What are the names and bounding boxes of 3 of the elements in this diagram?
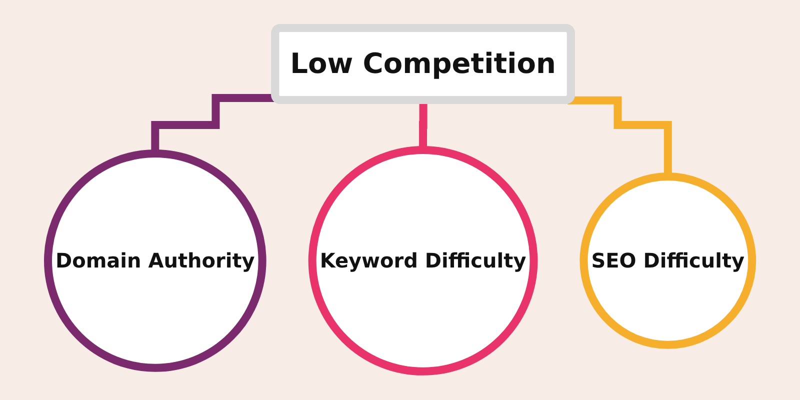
- node-circle: Domain Authority: [44, 150, 266, 372]
- node-circle: Keyword Difficulty: [308, 146, 538, 376]
- node-circle: SEO Difficulty: [580, 172, 756, 350]
